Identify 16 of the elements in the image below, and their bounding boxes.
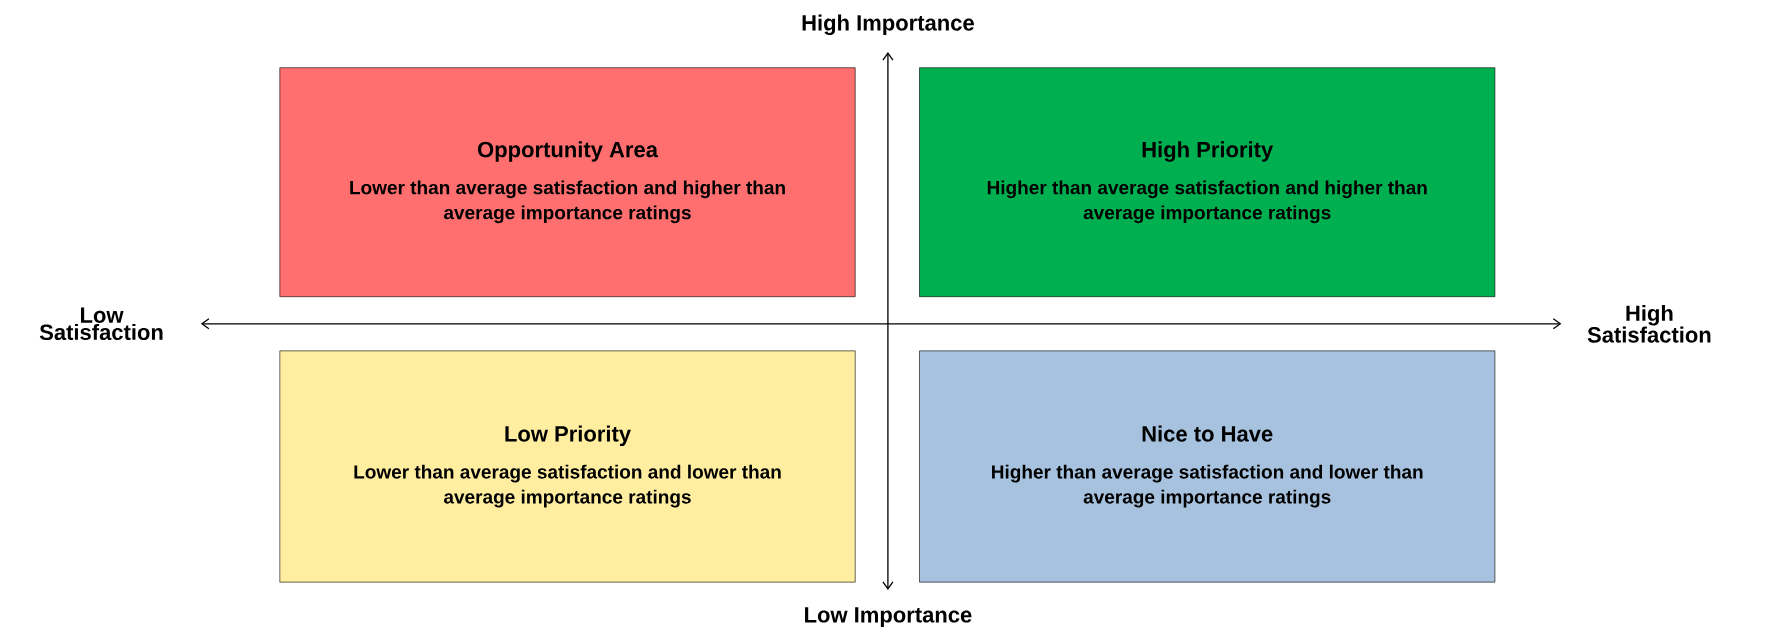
axis-label: High Importance	[802, 14, 974, 36]
quadrant-title: Nice to Have	[1142, 425, 1273, 442]
quadrant-box	[919, 350, 1496, 583]
quadrant-title: Low Priority	[505, 425, 631, 446]
axis-label: Low Satisfaction	[39, 307, 163, 341]
quadrant-title: Opportunity Area	[477, 141, 659, 162]
quadrant-description: Higher than average satisfaction and higher than average importance ratings	[987, 180, 1427, 224]
axis-label: Low Importance	[805, 607, 972, 627]
quadrant-title: High Priority	[1142, 141, 1274, 162]
quadrant-description: Lower than average satisfaction and higher than average importance ratings	[350, 180, 785, 224]
axis-label: High Satisfaction	[1587, 304, 1711, 343]
quadrant-box	[279, 350, 856, 583]
quadrant-description: Higher than average satisfaction and lower than average importance ratings	[992, 464, 1423, 508]
quadrant-box	[919, 67, 1496, 297]
quadrant-box	[279, 67, 856, 297]
quadrant-description: Lower than average satisfaction and lower than average importance ratings	[354, 464, 781, 508]
